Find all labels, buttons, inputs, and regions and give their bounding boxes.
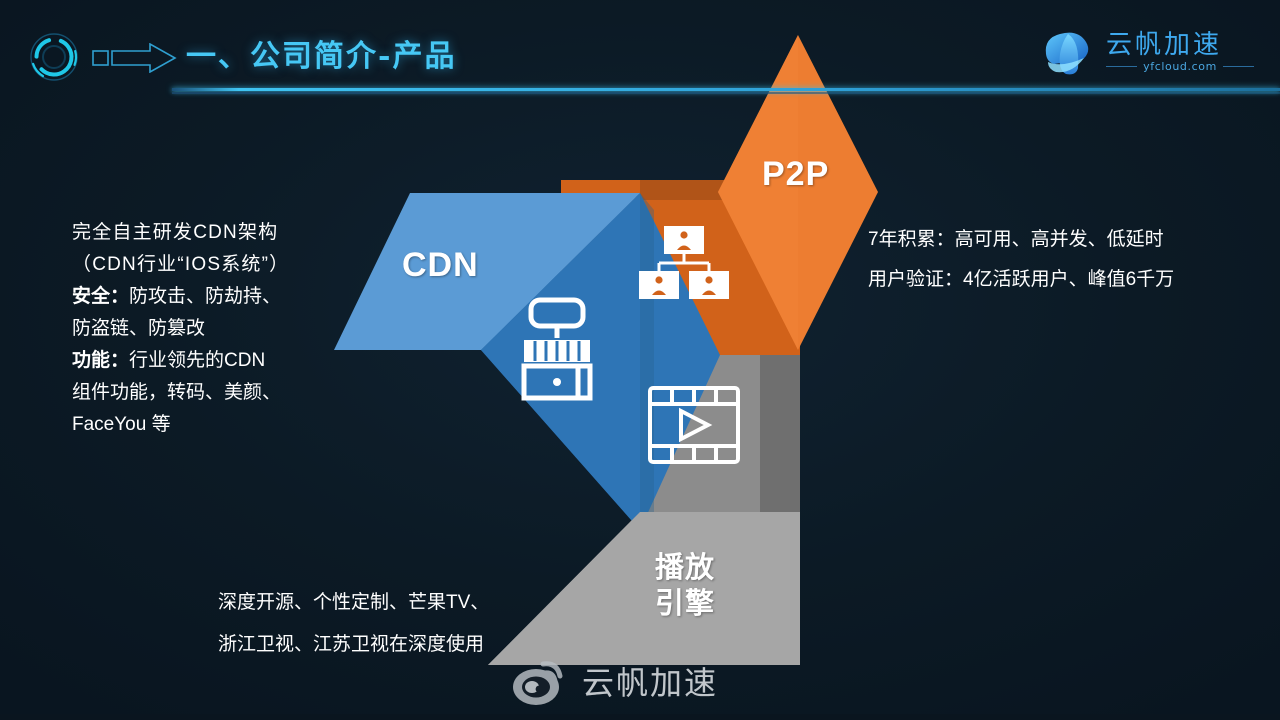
title-underline-glow xyxy=(172,92,1280,94)
brand-logo[interactable]: 云帆加速 yfcloud.com xyxy=(1038,22,1255,84)
cloud-sail-logo-icon xyxy=(1045,32,1089,75)
feature-value-a: 行业领先的CDN xyxy=(129,350,266,371)
left-feature-row-c: FaceYou 等 xyxy=(72,414,171,435)
left-line-1: 完全自主研发CDN架构 xyxy=(72,222,279,243)
bottom-line-2: 浙江卫视、江苏卫视在深度使用 xyxy=(218,634,485,655)
cdn-seam xyxy=(640,193,654,530)
weibo-icon xyxy=(513,661,563,705)
slide-header: 一、公司简介-产品 云帆加速 xyxy=(0,0,1280,105)
left-security-row-a: 安全：防攻击、防劫持、 xyxy=(72,282,402,312)
right-line-1: 7年积累：高可用、高并发、低延时 xyxy=(868,229,1164,250)
cdn-top-face-2 xyxy=(334,193,640,350)
engine-front-plate-group[interactable] xyxy=(488,512,800,665)
text-block-left: 完全自主研发CDN架构 （CDN行业“IOS系统”） 安全：防攻击、防劫持、 防… xyxy=(72,218,402,442)
logo-dash-left xyxy=(1106,66,1138,67)
film-play-icon xyxy=(648,386,740,464)
left-feature-row-a: 功能：行业领先的CDN xyxy=(72,346,402,376)
left-feature-row-b: 组件功能，转码、美颜、 xyxy=(72,382,282,403)
bottom-line-1: 深度开源、个性定制、芒果TV、 xyxy=(218,592,490,613)
right-line-2: 用户验证：4亿活跃用户、峰值6千万 xyxy=(868,269,1175,290)
text-block-bottom: 深度开源、个性定制、芒果TV、 浙江卫视、江苏卫视在深度使用 xyxy=(218,582,618,666)
feature-label: 功能： xyxy=(72,350,130,371)
left-security-row-b: 防盗链、防篡改 xyxy=(72,318,206,339)
slide-bottom-strip xyxy=(0,714,1280,720)
shape-p2p-diamond[interactable] xyxy=(718,35,878,350)
p2p-diamond-shade xyxy=(718,35,798,350)
security-value-a: 防攻击、防劫持、 xyxy=(129,286,282,307)
ring-target-icon xyxy=(30,33,78,81)
text-block-right: 7年积累：高可用、高并发、低延时 用户验证：4亿活跃用户、峰值6千万 xyxy=(868,220,1268,300)
logo-brand-name: 云帆加速 xyxy=(1106,30,1223,60)
watermark-text: 云帆加速 xyxy=(582,665,719,701)
title-underline xyxy=(172,88,1280,91)
security-label: 安全： xyxy=(72,286,130,307)
arrow-right-icon xyxy=(92,43,177,73)
logo-dash-right xyxy=(1222,66,1255,67)
weibo-watermark: 云帆加速 xyxy=(510,655,718,707)
page-title: 一、公司简介-产品 xyxy=(186,39,457,74)
logo-domain-row: yfcloud.com xyxy=(1106,60,1255,73)
engine-right-shade xyxy=(760,355,800,512)
logo-domain: yfcloud.com xyxy=(1143,60,1217,73)
engine-front-plate xyxy=(488,512,800,665)
org-chart-icon xyxy=(639,226,729,299)
storefront-icon xyxy=(521,297,593,401)
left-line-2: （CDN行业“IOS系统”） xyxy=(72,254,290,275)
